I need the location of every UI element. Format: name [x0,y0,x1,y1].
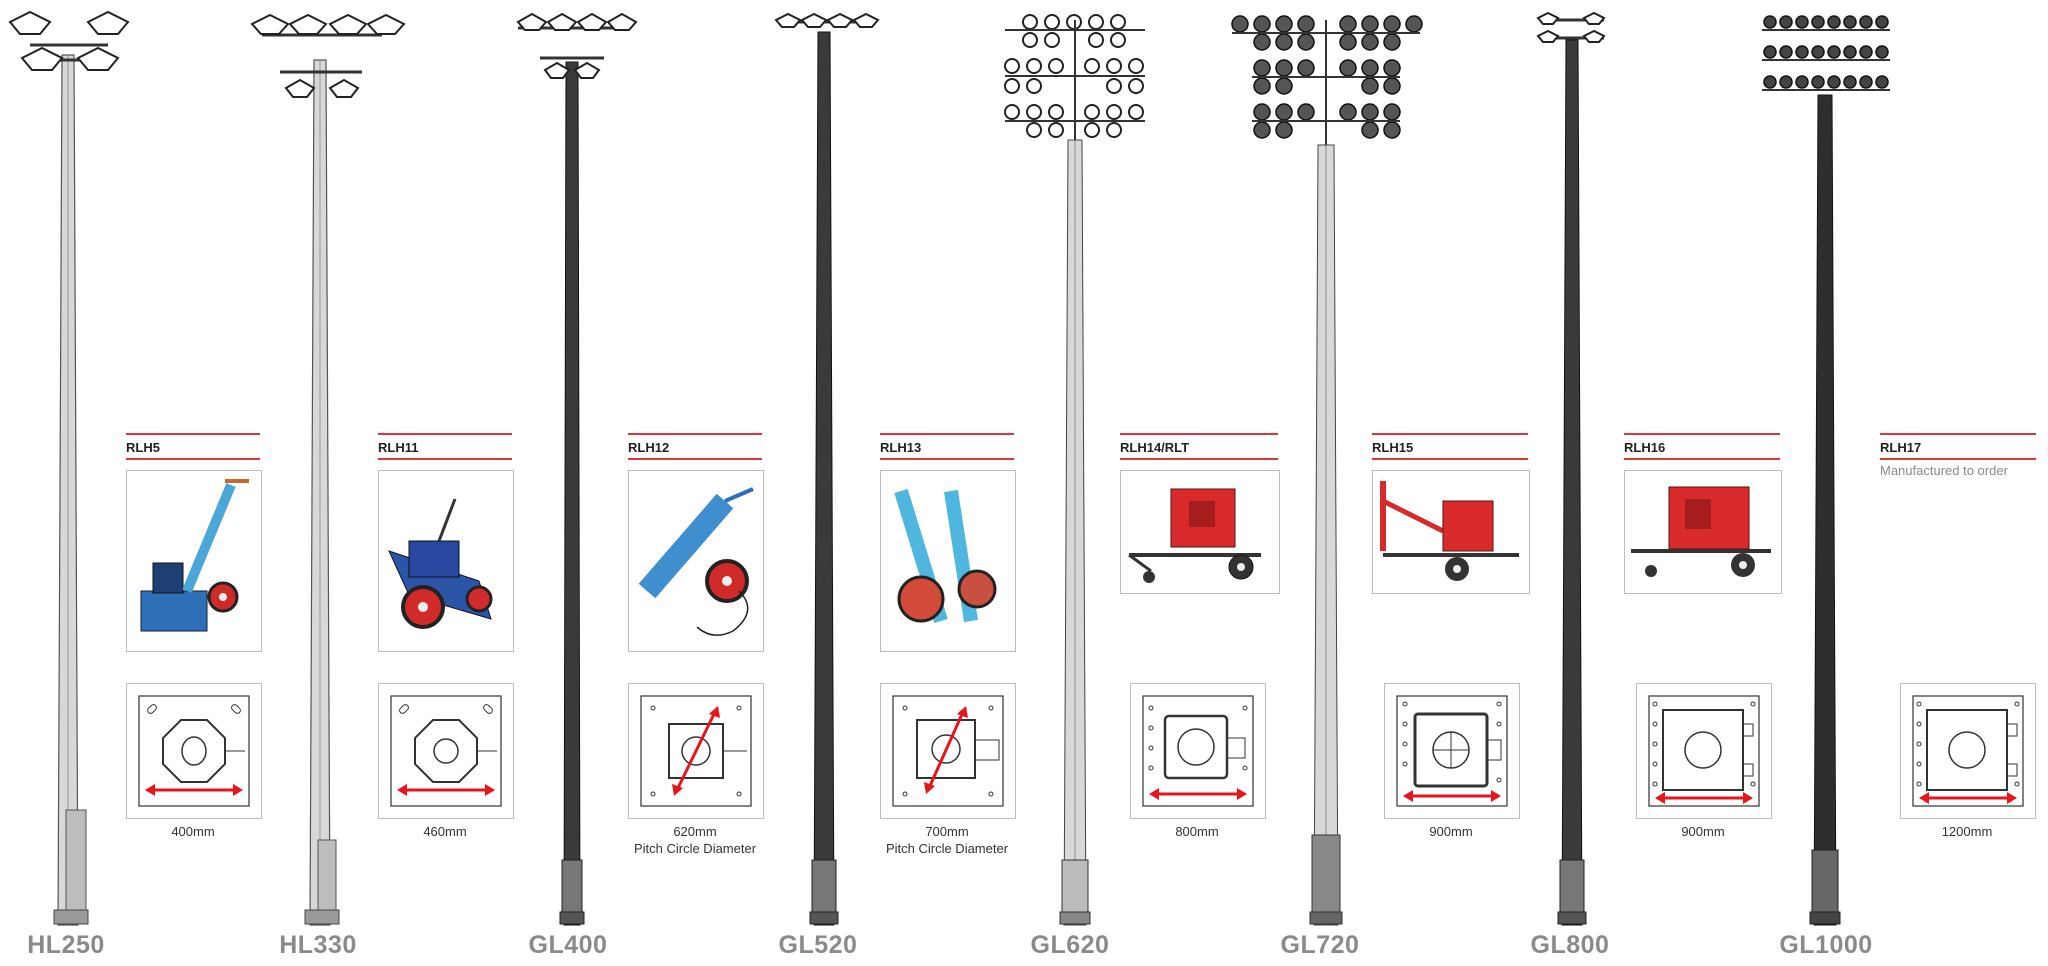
base-plate-rlh15 [1384,683,1520,819]
model-name-gl400: GL400 [528,931,608,959]
card-rule [1120,458,1278,460]
card-title: RLH13 [880,440,922,455]
card-note: Manufactured to order [1880,463,2008,478]
base-plate-rlh14-rlt [1130,683,1266,819]
red-trailer-unit-icon [1624,470,1782,594]
mast-gl800-graphic [1536,11,1606,926]
card-title: RLH5 [126,440,160,455]
base-size-note: Pitch Circle Diameter [633,841,757,856]
base-size-value: 620mm [673,824,717,839]
card-rule [1120,433,1278,435]
card-title: RLH12 [628,440,670,455]
base-size-value: 900mm [1681,824,1725,839]
model-name-gl620: GL620 [1030,931,1110,959]
red-trailer-unit-icon [1120,470,1280,594]
base-size-value: 900mm [1429,824,1473,839]
mast-hl250-graphic [8,10,130,926]
card-title: RLH16 [1624,440,1666,455]
card-rule [628,433,762,435]
model-name-gl1000: GL1000 [1779,931,1873,959]
card-rule [880,458,1014,460]
base-size-value: 400mm [171,824,215,839]
model-name-gl720: GL720 [1280,931,1360,959]
base-size-value: 460mm [423,824,467,839]
mast-hl330-graphic [250,13,406,926]
base-size-value: 700mm [925,824,969,839]
base-size-value: 1200mm [1941,824,1993,839]
card-title: RLH15 [1372,440,1414,455]
twin-cylinder-trolley-icon [880,470,1016,652]
base-plate-rlh16 [1636,683,1772,819]
card-rule [628,458,762,460]
mast-gl720-graphic [1231,15,1423,926]
model-name-hl250: HL250 [27,931,105,959]
mast-gl1000-graphic [1762,15,1890,926]
red-trailer-crane-icon [1372,470,1530,594]
card-rule [880,433,1014,435]
card-title: RLH14/RLT [1120,440,1190,455]
card-title: RLH17 [1880,440,1922,455]
base-plate-rlh12 [628,683,764,819]
blue-winch-trolley-icon [628,470,764,652]
base-plate-rlh17 [1900,683,2036,819]
card-rule [1880,433,2036,435]
card-rule [126,433,260,435]
card-rule [1624,458,1780,460]
base-plate-rlh5 [126,683,262,819]
base-size-rlh13: 700mm Pitch Circle Diameter [880,823,1014,857]
base-size-rlh14-rlt: 800mm [1130,823,1264,840]
base-size-rlh11: 460mm [378,823,512,840]
base-size-value: 800mm [1175,824,1219,839]
hydraulic-lift-trolley-icon [126,470,262,652]
model-name-gl800: GL800 [1530,931,1610,959]
mast-gl620-graphic [1004,14,1145,926]
card-rule [1372,458,1528,460]
base-size-rlh12: 620mm Pitch Circle Diameter [628,823,762,857]
model-name-gl520: GL520 [778,931,858,959]
base-size-rlh5: 400mm [126,823,260,840]
card-rule [378,458,512,460]
model-name-hl330: HL330 [279,931,357,959]
base-plate-rlh13 [880,683,1016,819]
card-rule [1880,458,2036,460]
card-title: RLH11 [378,440,419,455]
blue-winch-trolley-icon [378,470,514,652]
mast-gl400-graphic [516,12,638,926]
base-size-note: Pitch Circle Diameter [885,841,1009,856]
card-rule [378,433,512,435]
card-rule [1624,433,1780,435]
base-size-rlh17: 1200mm [1900,823,2034,840]
mast-gl520-graphic [774,12,880,926]
card-rule [1372,433,1528,435]
base-plate-rlh11 [378,683,514,819]
base-size-rlh15: 900mm [1384,823,1518,840]
base-size-rlh16: 900mm [1636,823,1770,840]
card-rule [126,458,260,460]
